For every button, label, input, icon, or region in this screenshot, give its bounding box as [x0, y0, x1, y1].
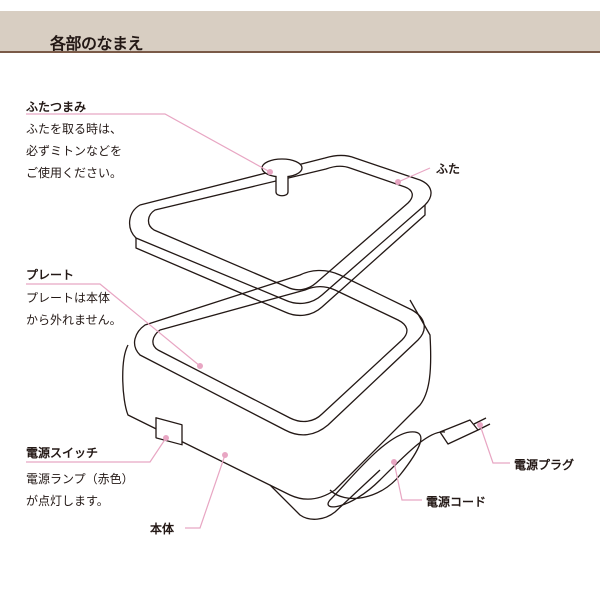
header-band [0, 11, 600, 53]
plate-inner [152, 285, 408, 423]
label-plate: プレート [26, 268, 75, 282]
desc-line: 電源ランプ（赤色） [26, 472, 134, 486]
desc-line: ふたを取る時は、 [26, 122, 123, 136]
desc-lid-knob: ふたを取る時は、 必ずミトンなどを ご使用ください。 [26, 118, 122, 184]
lid-side [135, 205, 426, 317]
label-lid: ふた [436, 162, 461, 176]
label-power-cord: 電源コード [426, 495, 487, 509]
label-body: 本体 [150, 522, 175, 536]
desc-line: から外れません。 [26, 313, 122, 327]
leader-switch [26, 437, 167, 463]
desc-line: プレートは本体 [26, 291, 111, 305]
leader-lid-knob [26, 113, 271, 173]
label-lid-knob: ふたつまみ [26, 100, 87, 114]
leader-plug [479, 424, 510, 464]
leader-body [185, 454, 226, 529]
page-title: 各部のなまえ [50, 34, 144, 53]
leader-plate [26, 283, 201, 367]
desc-line: ご使用ください。 [26, 166, 123, 180]
lid-inner [147, 165, 413, 291]
plate-rim [133, 269, 425, 436]
body-bottom [269, 469, 381, 520]
label-power-switch: 電源スイッチ [26, 446, 99, 460]
body-outline [122, 299, 432, 500]
desc-power-switch: 電源ランプ（赤色） が点灯します。 [26, 468, 134, 512]
power-cord-drawing [327, 431, 446, 508]
power-plug-drawing [439, 417, 491, 445]
desc-line: が点灯します。 [26, 494, 109, 508]
power-switch-drawing [155, 417, 183, 446]
label-power-plug: 電源プラグ [514, 458, 575, 472]
desc-plate: プレートは本体 から外れません。 [26, 287, 122, 331]
desc-line: 必ずミトンなどを [26, 144, 123, 158]
leader-cord [393, 461, 422, 501]
leader-lid [397, 167, 431, 183]
lid-knob-top [261, 158, 303, 178]
